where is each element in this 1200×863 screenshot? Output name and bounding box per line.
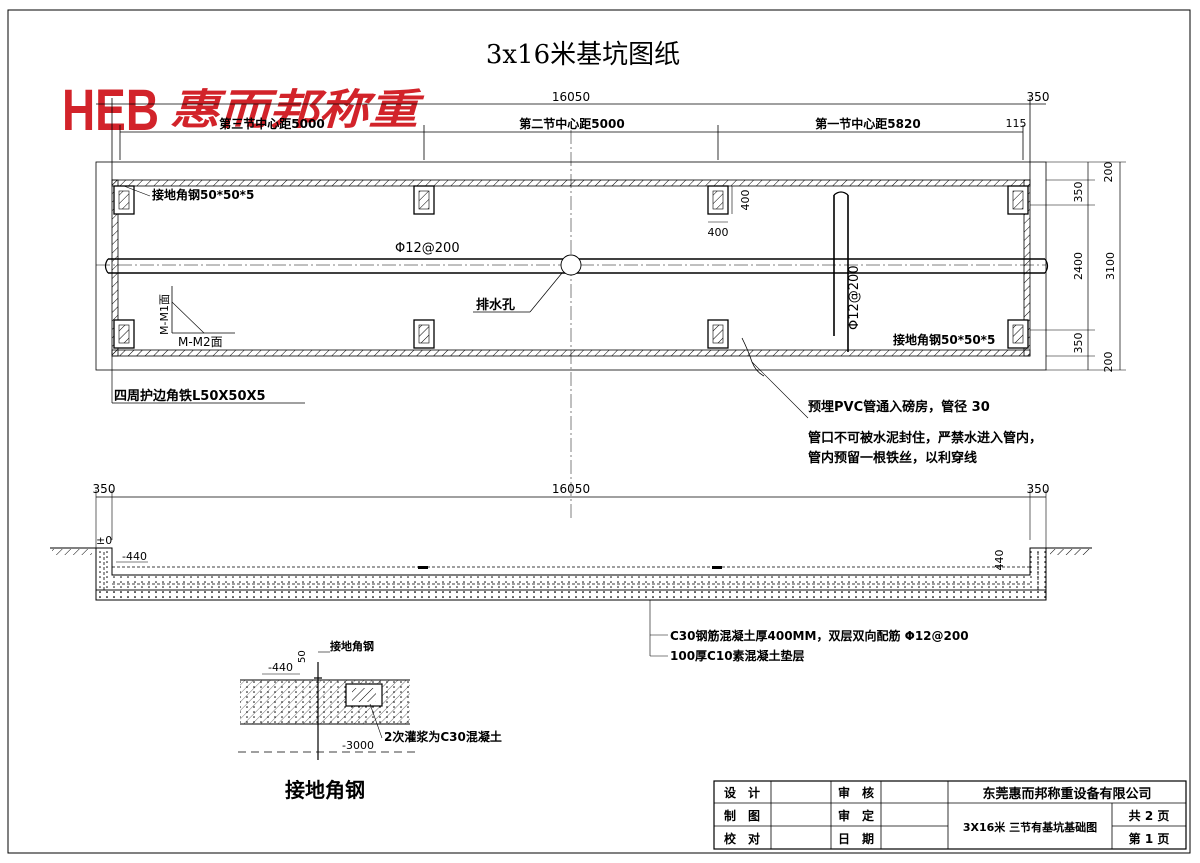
detail-dim-50: 50	[297, 650, 308, 663]
drain-hole	[560, 254, 582, 276]
ground-angle-top-label: 接地角钢50*50*5	[152, 187, 254, 202]
detail-level: -440	[268, 661, 293, 674]
tb-approve: 审 定	[838, 808, 874, 823]
detail-caption: 接地角钢	[285, 778, 365, 802]
detail-grout: 2次灌浆为C30混凝土	[384, 729, 502, 744]
tb-total-pages: 共 2 页	[1129, 808, 1170, 823]
depth-right: 440	[993, 550, 1006, 571]
title-block: 设 计 审 核 制 图 审 定 校 对 日 期 东莞惠而邦称重设备有限公司 3X…	[713, 780, 1187, 850]
embedded-plate	[1007, 319, 1029, 349]
note-c10: 100厚C10素混凝土垫层	[670, 648, 805, 663]
logo-name: 惠而邦称重	[170, 85, 425, 134]
plan-view: 16050 350 115 第三节中心距5000 第二节中心距5000 第一节中…	[95, 90, 1126, 520]
detail-view: 接地角钢 50 -440 2次灌浆为C30混凝土 -3000 接地角钢	[238, 639, 502, 802]
level-left: -440	[122, 550, 147, 563]
tb-page-no: 第 1 页	[1129, 831, 1170, 846]
dim-3100: 3100	[1104, 252, 1117, 280]
tb-review: 审 核	[838, 785, 874, 800]
tb-date: 日 期	[838, 831, 874, 846]
embedded-plate	[113, 319, 135, 349]
section-total-length: 16050	[552, 482, 590, 496]
section-end-right: 350	[1027, 482, 1050, 496]
plan-section-3: 第三节中心距5000	[219, 116, 324, 131]
embedded-plate	[707, 319, 729, 349]
plan-rebar-horizontal: Φ12@200	[395, 241, 460, 256]
sheet-border	[7, 9, 1191, 854]
dim-350-bottom: 350	[1072, 333, 1085, 354]
embedded-plate	[413, 185, 435, 215]
dim-350-top: 350	[1072, 182, 1085, 203]
embedded-plates	[113, 185, 1029, 349]
note-c30: C30钢筋混凝土厚400MM，双层双向配筋 Φ12@200	[670, 628, 969, 643]
pad-dim-vertical: 400	[739, 190, 752, 211]
embedded-plate	[413, 319, 435, 349]
pvc-note-2: 管口不可被水泥封住，严禁水进入管内，	[808, 430, 1042, 446]
embedded-plate	[1007, 185, 1029, 215]
plan-rebar-vertical: Φ12@200	[847, 265, 862, 330]
logo-mark: HEB	[62, 78, 159, 143]
plan-section-2: 第二节中心距5000	[519, 116, 624, 131]
dim-200-bottom: 200	[1102, 352, 1115, 373]
tb-drawing: 制 图	[724, 808, 760, 823]
plan-section-1: 第一节中心距5820	[815, 116, 920, 131]
plan-end-right: 350	[1027, 90, 1050, 104]
plan-total-length: 16050	[552, 90, 590, 104]
tb-drawing-name: 3X16米 三节有基坑基础图	[963, 820, 1097, 834]
detail-angle-label: 接地角钢	[330, 639, 374, 653]
drain-label: 排水孔	[476, 297, 515, 313]
company-logo: HEB 惠而邦称重	[62, 78, 425, 143]
ground-angle-bottom-label: 接地角钢50*50*5	[893, 332, 995, 347]
pvc-note-3: 管内预留一根铁丝，以利穿线	[808, 450, 977, 466]
detail-bottom-level: -3000	[342, 739, 374, 752]
m-m1-label: M-M1面	[158, 294, 171, 335]
plan-offset-115: 115	[1006, 117, 1027, 130]
tb-company: 东莞惠而邦称重设备有限公司	[982, 786, 1151, 802]
edge-angle-label: 四周护边角铁L50X50X5	[114, 388, 266, 404]
section-view: 350 16050 350 ±0 -440 440 C30钢筋混凝土厚400MM…	[50, 482, 1092, 663]
level-zero: ±0	[96, 534, 112, 547]
embedded-plate	[707, 185, 729, 215]
pvc-note-1: 预埋PVC管通入磅房，管径 30	[808, 399, 990, 415]
tb-check: 校 对	[724, 831, 760, 846]
m-m2-label: M-M2面	[178, 335, 223, 349]
pad-dim-horizontal: 400	[708, 226, 729, 239]
page-title: 3x16米基坑图纸	[486, 40, 680, 70]
dim-200-top: 200	[1102, 162, 1115, 183]
embedded-plate	[113, 185, 135, 215]
tb-design: 设 计	[724, 785, 760, 800]
dim-2400: 2400	[1072, 252, 1085, 280]
section-end-left: 350	[93, 482, 116, 496]
